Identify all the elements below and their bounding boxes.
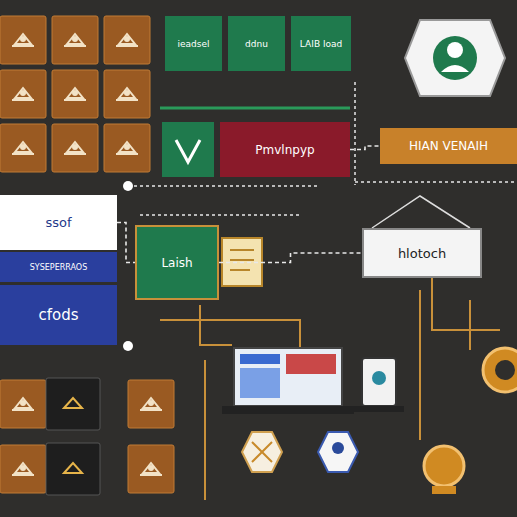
dashed-connector <box>117 223 135 263</box>
node-label: Laish <box>161 256 192 270</box>
green-box: Laish <box>135 225 219 300</box>
green-box: LAIB load <box>291 16 351 71</box>
node-label: LAIB load <box>300 39 342 49</box>
green-box: ieadsel <box>165 16 222 71</box>
maroon-box: Pmvlnpyp <box>220 122 350 177</box>
node-label: HIAN VENAIH <box>409 139 488 153</box>
phone <box>354 358 404 412</box>
node-label: cfods <box>38 306 78 324</box>
hex-icon <box>242 432 358 472</box>
node-label: ieadsel <box>178 39 210 49</box>
icon-box <box>162 122 214 177</box>
white-box: ssof <box>0 195 117 250</box>
node-label: Pmvlnpyp <box>255 143 314 157</box>
hanging-sign: hlotoch <box>362 228 482 278</box>
dashed-connector <box>219 253 362 263</box>
guide-line <box>128 82 517 215</box>
tile-grid <box>0 16 150 172</box>
tile-grid <box>0 378 174 495</box>
node-label: SYSEPERRAOS <box>30 263 87 272</box>
blue-band: SYSEPERRAOS <box>0 252 117 282</box>
blue-box: cfods <box>0 285 117 345</box>
orange-band: HIAN VENAIH <box>380 128 517 164</box>
dot <box>123 341 133 351</box>
node-label: hlotoch <box>398 246 446 261</box>
hanger <box>372 196 470 228</box>
dashed-connector <box>350 146 380 150</box>
node-label: ssof <box>45 215 71 230</box>
node-label: ddnu <box>245 39 268 49</box>
round-icon <box>424 348 517 494</box>
gear-icon <box>405 20 505 96</box>
dot <box>123 181 133 191</box>
laptop <box>222 348 354 414</box>
green-box: ddnu <box>228 16 285 71</box>
band-line <box>160 107 350 110</box>
wire <box>160 278 500 500</box>
